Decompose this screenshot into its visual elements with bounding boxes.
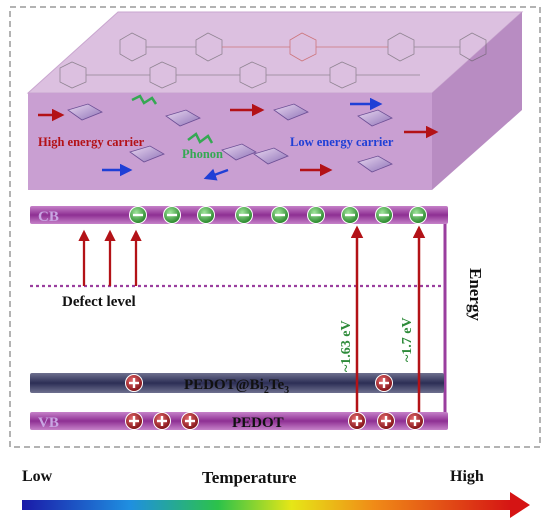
low-energy-arrow [203,168,229,181]
electron [197,206,215,224]
flake [67,103,103,121]
electron [409,206,427,224]
phonon-label: Phonon [182,147,223,161]
holes [125,374,424,430]
high-energy-label: High energy carrier [38,135,145,149]
electron [129,206,147,224]
temp-title: Temperature [202,468,297,487]
vb-label: VB [38,415,59,431]
molecular-structure [59,32,487,89]
phonon-wave [131,94,158,105]
flake [253,147,289,165]
phonon-wave [187,132,214,144]
temp-high-label: High [450,468,484,485]
hole [125,374,143,392]
gap-2-label: ~1.7 eV [400,317,415,362]
flake [221,143,257,161]
band-diagram: CB Defect level PEDOT@Bi2Te3 VB PEDOT [30,206,485,431]
temperature-arrowhead [510,492,530,518]
hole [181,412,199,430]
flake [129,145,165,163]
flake [165,109,201,127]
vb-material-label: PEDOT [232,415,284,431]
gap-1-label: ~1.63 eV [339,320,354,372]
hole [406,412,424,430]
energy-axis-label: Energy [466,268,485,321]
electron [163,206,181,224]
electron [307,206,325,224]
electron [235,206,253,224]
flake [273,103,309,121]
polymer-slab: High energy carrier Phonon Low energy ca… [26,11,524,190]
electron [271,206,289,224]
nanoflakes [67,103,393,173]
flake [357,109,393,127]
hole [375,374,393,392]
temperature-scale: Low Temperature High [22,468,530,518]
composite-band-label: PEDOT@Bi2Te3 [184,377,289,396]
dashed-frame [9,6,541,448]
temp-low-label: Low [22,468,53,485]
electrons [129,206,427,224]
hole [348,412,366,430]
hole [153,412,171,430]
flake [357,155,393,173]
temperature-gradient-bar [22,500,512,510]
electron [375,206,393,224]
cb-label: CB [38,209,59,225]
electron [341,206,359,224]
hole [125,412,143,430]
defect-level-label: Defect level [62,294,136,310]
low-energy-label: Low energy carrier [290,135,394,149]
hole [377,412,395,430]
